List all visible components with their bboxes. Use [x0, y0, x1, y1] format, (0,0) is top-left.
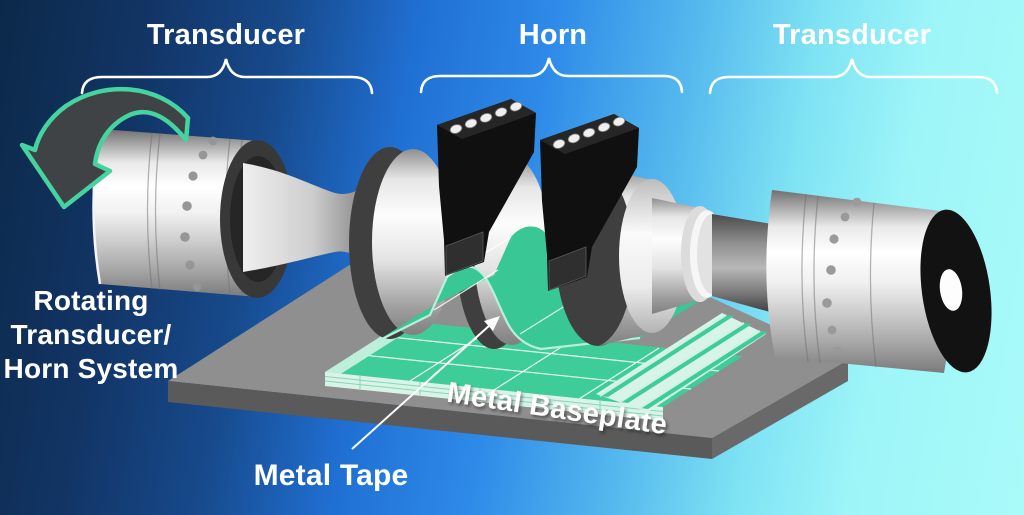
label-transducer-right: Transducer: [772, 19, 932, 51]
metal-tape-leader: [351, 316, 500, 450]
label-rotating-line2: Transducer/: [10, 319, 172, 350]
label-rotating-line1: Rotating: [33, 285, 149, 316]
bolt-dots: [180, 136, 218, 292]
bolt-dots: [822, 197, 862, 354]
left-neck: [243, 163, 383, 278]
label-rotating-line3: Horn System: [3, 353, 179, 384]
label-metal-tape: Metal Tape: [253, 459, 409, 492]
right-transducer: [766, 190, 992, 373]
brace-transducer-right: [708, 58, 999, 95]
left-transducer: [92, 128, 383, 298]
rotation-arrow-icon: [19, 86, 191, 210]
right-neck: [712, 214, 772, 312]
label-rotating-system: Rotating Transducer/ Horn System: [0, 284, 186, 386]
brace-transducer-left: [80, 58, 374, 95]
brace-horn: [419, 57, 684, 94]
metal-tape-stack: [324, 313, 768, 421]
label-horn: Horn: [518, 19, 588, 51]
tape-strip: [599, 314, 768, 409]
label-transducer-left: Transducer: [146, 19, 306, 51]
horn-assembly: [349, 98, 772, 351]
leader-arrowhead-icon: [484, 316, 500, 331]
braces: [80, 57, 999, 95]
